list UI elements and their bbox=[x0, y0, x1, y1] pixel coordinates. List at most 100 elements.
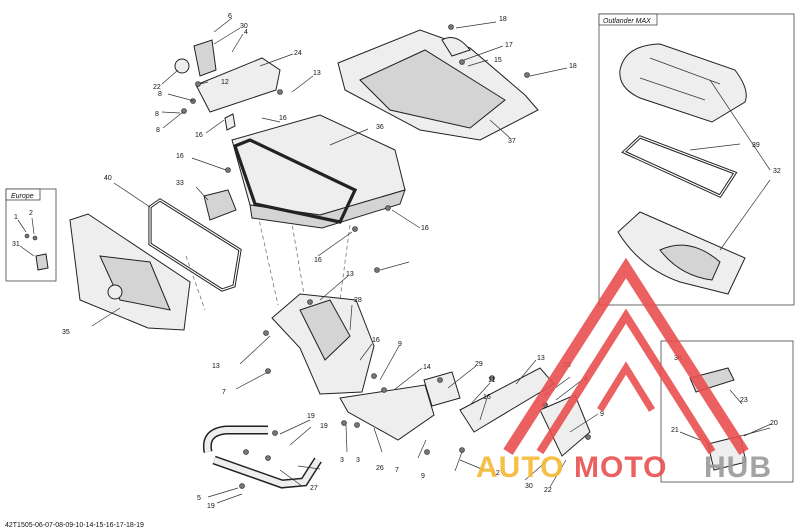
bolt-icon bbox=[265, 368, 271, 374]
outlander-max-title: Outlander MAX bbox=[603, 18, 651, 25]
nut-icon bbox=[585, 434, 591, 440]
callout-1: 1 bbox=[14, 214, 18, 221]
nut-icon bbox=[225, 167, 231, 173]
callout-13: 13 bbox=[346, 271, 354, 278]
bolt-icon bbox=[354, 422, 360, 428]
lock-cylinder-icon bbox=[107, 284, 123, 300]
callout-9: 9 bbox=[421, 473, 425, 480]
front-cover bbox=[69, 213, 191, 331]
bolt-icon bbox=[265, 455, 271, 461]
callout-9: 9 bbox=[398, 341, 402, 348]
bolt-icon bbox=[195, 81, 201, 87]
nut-icon bbox=[385, 205, 391, 211]
bolt-icon bbox=[424, 449, 430, 455]
callout-26: 26 bbox=[376, 465, 384, 472]
europe-frame bbox=[5, 188, 57, 282]
outlander-max-title-box bbox=[598, 13, 658, 26]
callout-13: 13 bbox=[537, 355, 545, 362]
nut-icon bbox=[371, 373, 377, 379]
logo-triangle-core bbox=[597, 361, 655, 412]
plate-29 bbox=[423, 371, 461, 407]
callout-8: 8 bbox=[156, 127, 160, 134]
screw-icon bbox=[24, 233, 30, 239]
callout-4: 4 bbox=[244, 29, 248, 36]
callout-16: 16 bbox=[421, 225, 429, 232]
nut-icon bbox=[263, 330, 269, 336]
callout-7: 7 bbox=[222, 389, 226, 396]
callout-16: 16 bbox=[279, 115, 287, 122]
callout-16: 16 bbox=[314, 257, 322, 264]
callout-15: 15 bbox=[494, 57, 502, 64]
bolt-icon bbox=[341, 420, 347, 426]
callout-7: 7 bbox=[395, 467, 399, 474]
spacer bbox=[224, 113, 236, 131]
callout-28: 28 bbox=[354, 297, 362, 304]
screw-icon bbox=[459, 59, 465, 65]
callout-16: 16 bbox=[483, 394, 491, 401]
europe-title-box bbox=[5, 188, 41, 201]
callout-19: 19 bbox=[207, 503, 215, 510]
watermark-auto: AUTO bbox=[476, 451, 564, 484]
box-side bbox=[249, 189, 406, 229]
lid-inner bbox=[359, 49, 506, 129]
callout-16: 16 bbox=[372, 337, 380, 344]
callout-17: 17 bbox=[505, 42, 513, 49]
callout-18: 18 bbox=[499, 16, 507, 23]
callout-36: 36 bbox=[376, 124, 384, 131]
callout-37: 37 bbox=[508, 138, 516, 145]
callout-35: 35 bbox=[62, 329, 70, 336]
max-lid bbox=[619, 43, 747, 123]
outlander-max-inset: Outlander MAX bbox=[598, 13, 795, 306]
handle-mount bbox=[539, 394, 591, 457]
box-gasket bbox=[232, 138, 358, 224]
lower-bracket-left bbox=[339, 384, 435, 441]
nut-icon bbox=[243, 449, 249, 455]
europe-inset: Europe bbox=[5, 188, 57, 282]
nut-icon bbox=[352, 226, 358, 232]
watermark-moto: MOTO bbox=[574, 451, 667, 484]
callout-22: 22 bbox=[544, 487, 552, 494]
callout-39: 39 bbox=[752, 142, 760, 149]
callout-13: 13 bbox=[313, 70, 321, 77]
hinge-arm bbox=[193, 39, 217, 77]
callout-9: 9 bbox=[600, 411, 604, 418]
callout-14: 14 bbox=[423, 364, 431, 371]
latch bbox=[203, 189, 237, 221]
callout-29: 29 bbox=[475, 361, 483, 368]
watermark-logo: AUTO MOTO HUB bbox=[476, 257, 772, 484]
screw-icon bbox=[448, 24, 454, 30]
rack-bar bbox=[202, 425, 322, 489]
callout-6: 6 bbox=[228, 13, 232, 20]
screw-icon bbox=[524, 72, 530, 78]
storage-box bbox=[231, 114, 406, 229]
callout-12: 12 bbox=[221, 79, 229, 86]
callout-18: 18 bbox=[569, 63, 577, 70]
callout-24: 24 bbox=[294, 50, 302, 57]
callout-16: 16 bbox=[195, 132, 203, 139]
logo-triangle-inner bbox=[536, 308, 716, 455]
callout-8: 8 bbox=[155, 111, 159, 118]
callout-13: 13 bbox=[212, 363, 220, 370]
callout-31: 31 bbox=[12, 241, 20, 248]
callout-16: 16 bbox=[176, 153, 184, 160]
callout-3: 3 bbox=[356, 457, 360, 464]
callout-12: 12 bbox=[492, 470, 500, 477]
callout-32: 32 bbox=[773, 168, 781, 175]
cap bbox=[174, 58, 190, 74]
callout-27: 27 bbox=[310, 485, 318, 492]
callout-23: 23 bbox=[740, 397, 748, 404]
nut-icon bbox=[277, 89, 283, 95]
callout-40: 40 bbox=[104, 175, 112, 182]
nut-icon bbox=[437, 377, 443, 383]
bolt-icon bbox=[239, 483, 245, 489]
callout-5: 5 bbox=[197, 495, 201, 502]
nut-icon bbox=[381, 387, 387, 393]
screw-icon bbox=[32, 235, 38, 241]
document-code: 42T1505-06-07-08-09-10-14-15-16-17-18-19 bbox=[5, 522, 144, 529]
support-rib bbox=[299, 299, 351, 361]
watermark-hub: HUB bbox=[704, 451, 772, 484]
leader-lines bbox=[91, 17, 772, 504]
callout-11: 11 bbox=[488, 377, 495, 384]
callout-22: 22 bbox=[153, 84, 161, 91]
